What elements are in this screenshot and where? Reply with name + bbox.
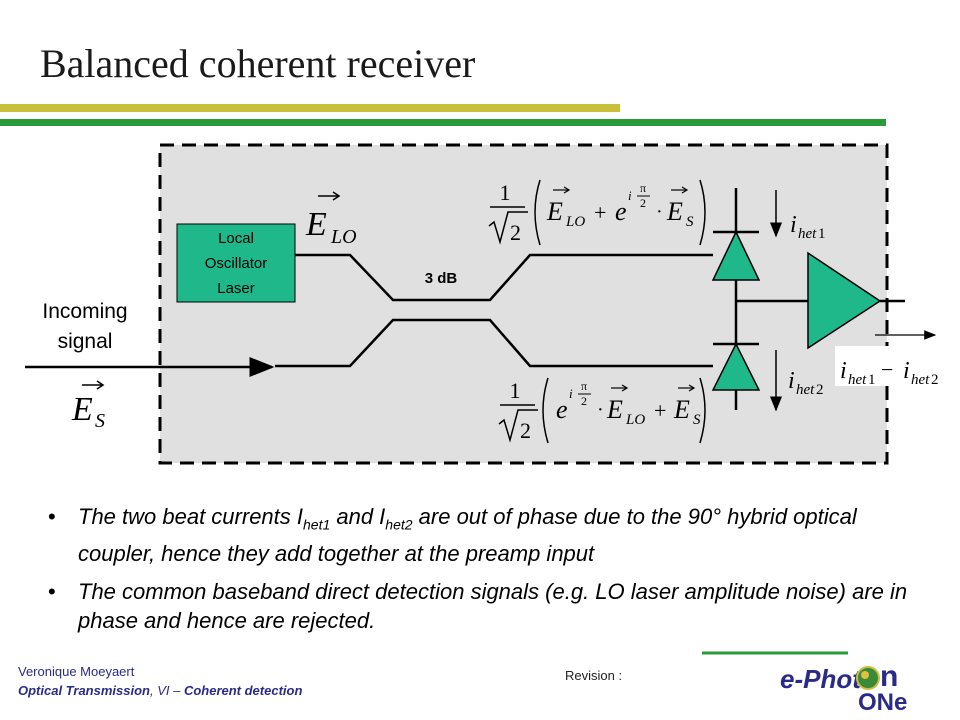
svg-text:1: 1 — [818, 226, 826, 242]
logo-text-2: n — [880, 660, 898, 693]
svg-text:LO: LO — [330, 226, 357, 248]
svg-text:+: + — [594, 200, 606, 225]
ephoton-logo: e-Phot n ONe — [702, 651, 907, 716]
svg-text:het: het — [848, 372, 867, 388]
elo-label: E LO — [305, 191, 357, 248]
svg-text:1: 1 — [868, 372, 876, 388]
upper-formula: 1 2 E LO + e i π 2 · E S — [488, 179, 706, 246]
svg-text:2: 2 — [510, 220, 521, 245]
svg-text:1: 1 — [510, 378, 521, 403]
lower-formula: 1 2 e i π 2 · E LO + E S — [498, 377, 706, 444]
lower-photodiode — [711, 342, 761, 391]
es-label: E S — [71, 380, 105, 432]
lo-box-line-2: Oscillator — [205, 255, 268, 272]
incoming-line-2: signal — [58, 330, 113, 353]
svg-text:π: π — [581, 379, 587, 393]
lo-laser-box — [176, 223, 296, 303]
output-difference-label: i het 1 − i het 2 — [840, 357, 939, 388]
receiver-panel — [158, 143, 889, 465]
svg-text:E: E — [546, 197, 563, 226]
logo-text-3: ONe — [858, 689, 907, 716]
svg-text:het: het — [796, 382, 815, 398]
svg-text:1: 1 — [500, 180, 511, 205]
svg-text:e: e — [615, 197, 627, 226]
ihet1-label: i het 1 — [790, 212, 826, 242]
footer-course: Optical Transmission, VI – Coherent dete… — [18, 683, 303, 698]
svg-text:het: het — [798, 226, 817, 242]
ihet2-label: i het 2 — [788, 368, 824, 398]
svg-text:E: E — [305, 206, 327, 243]
bullet-1: The two beat currents Ihet1 and Ihet2 ar… — [48, 502, 928, 568]
coupler-label: 3 dB — [425, 270, 458, 287]
slide-title: Balanced coherent receiver — [40, 41, 476, 86]
svg-text:E: E — [71, 391, 93, 428]
svg-text:e: e — [556, 395, 568, 424]
svg-text:π: π — [640, 181, 646, 195]
bullet-list: The two beat currents Ihet1 and Ihet2 ar… — [48, 502, 928, 644]
svg-text:E: E — [673, 395, 690, 424]
svg-text:i: i — [903, 358, 910, 384]
svg-text:E: E — [606, 395, 623, 424]
svg-text:−: − — [881, 357, 893, 382]
svg-text:i: i — [840, 358, 847, 384]
svg-text:i: i — [628, 188, 632, 203]
bullet-2: The common baseband direct detection sig… — [48, 577, 928, 635]
upper-photodiode — [711, 230, 761, 281]
svg-text:2: 2 — [581, 394, 587, 408]
incoming-line-1: Incoming — [42, 300, 127, 323]
preamp-triangle — [807, 251, 882, 350]
title-underline-olive — [0, 104, 620, 112]
svg-text:·: · — [597, 399, 604, 421]
svg-text:het: het — [911, 372, 930, 388]
output-label-bg — [835, 346, 950, 386]
svg-text:S: S — [686, 214, 694, 230]
coupler-upper-path — [295, 253, 713, 302]
svg-text:S: S — [693, 412, 701, 428]
lo-box-line-1: Local — [218, 230, 254, 247]
svg-text:2: 2 — [520, 418, 531, 443]
svg-text:2: 2 — [931, 372, 939, 388]
svg-text:+: + — [654, 398, 666, 423]
svg-text:LO: LO — [565, 214, 585, 230]
svg-text:E: E — [666, 197, 683, 226]
logo-text-1: e-Phot — [780, 664, 862, 694]
footer-author: Veronique Moeyaert — [18, 664, 135, 679]
lo-box-line-3: Laser — [217, 280, 255, 297]
coupler-lower-path — [275, 318, 713, 368]
svg-text:2: 2 — [816, 382, 824, 398]
svg-text:i: i — [788, 368, 795, 394]
svg-text:S: S — [95, 410, 105, 432]
title-underline-green — [0, 119, 886, 126]
svg-text:2: 2 — [640, 196, 646, 210]
svg-text:·: · — [656, 201, 663, 223]
svg-text:LO: LO — [625, 412, 645, 428]
svg-text:i: i — [790, 212, 797, 238]
logo-globe-icon — [856, 666, 880, 690]
svg-text:i: i — [569, 386, 573, 401]
footer-revision: Revision : — [565, 668, 623, 683]
